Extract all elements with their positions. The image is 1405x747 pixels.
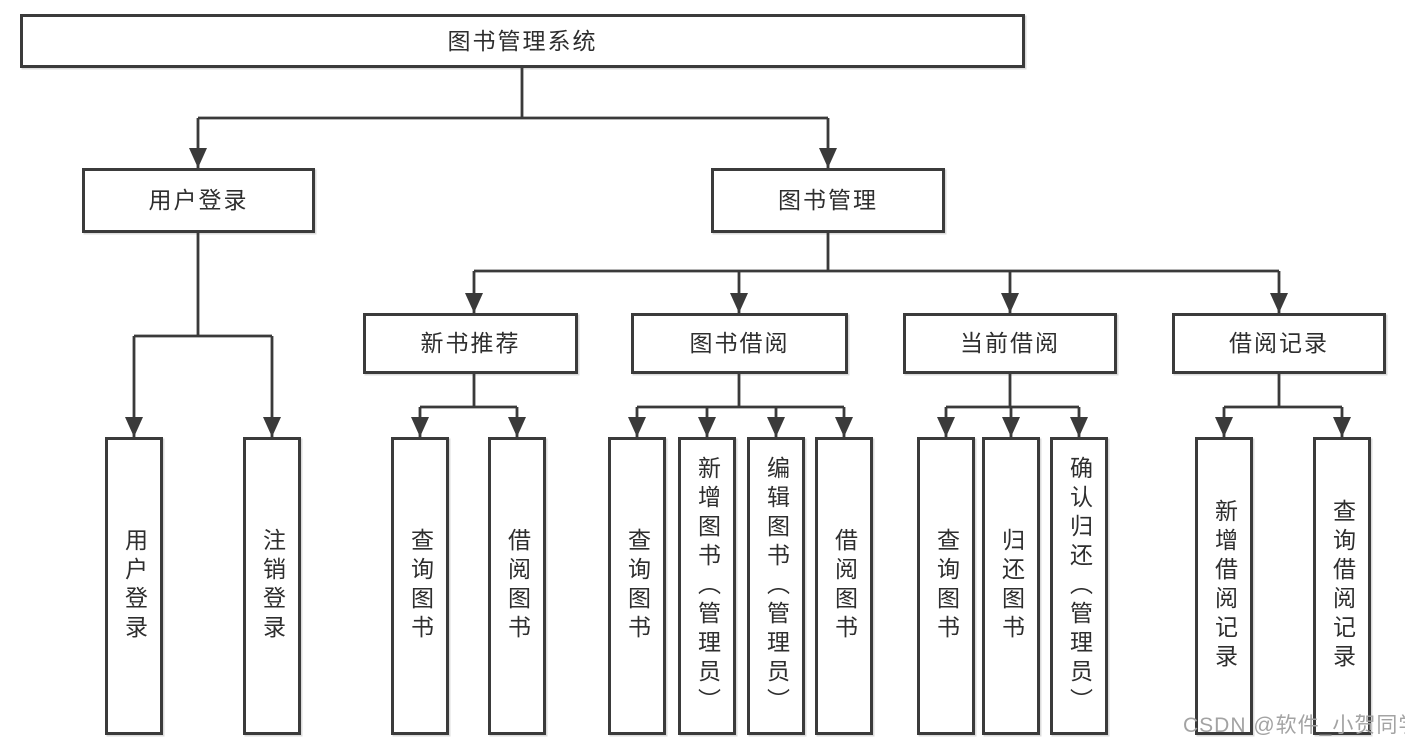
leaf-record-query-record: 查询借阅记录 — [1313, 437, 1371, 735]
leaf-record-add-record: 新增借阅记录 — [1195, 437, 1253, 735]
leaf-borrow-borrow-book: 借阅图书 — [815, 437, 873, 735]
leaf-current-return-book: 归还图书 — [982, 437, 1040, 735]
node-user-login: 用户登录 — [82, 168, 315, 233]
csdn-watermark: CSDN @软件_小贺同学 — [1183, 714, 1405, 737]
node-new-book-recommend: 新书推荐 — [363, 313, 578, 374]
leaf-borrow-add-book-admin: 新增图书（管理员） — [678, 437, 736, 735]
node-book-borrow: 图书借阅 — [631, 313, 848, 374]
leaf-current-confirm-return-admin: 确认归还（管理员） — [1050, 437, 1108, 735]
leaf-newbook-borrow-book: 借阅图书 — [488, 437, 546, 735]
leaf-borrow-edit-book-admin: 编辑图书（管理员） — [747, 437, 805, 735]
leaf-logout: 注销登录 — [243, 437, 301, 735]
node-current-borrow: 当前借阅 — [903, 313, 1117, 374]
leaf-newbook-query-book: 查询图书 — [391, 437, 449, 735]
node-root-system: 图书管理系统 — [20, 14, 1025, 68]
leaf-current-query-book: 查询图书 — [917, 437, 975, 735]
leaf-user-login: 用户登录 — [105, 437, 163, 735]
node-book-management: 图书管理 — [711, 168, 945, 233]
node-borrow-record: 借阅记录 — [1172, 313, 1386, 374]
leaf-borrow-query-book: 查询图书 — [608, 437, 666, 735]
